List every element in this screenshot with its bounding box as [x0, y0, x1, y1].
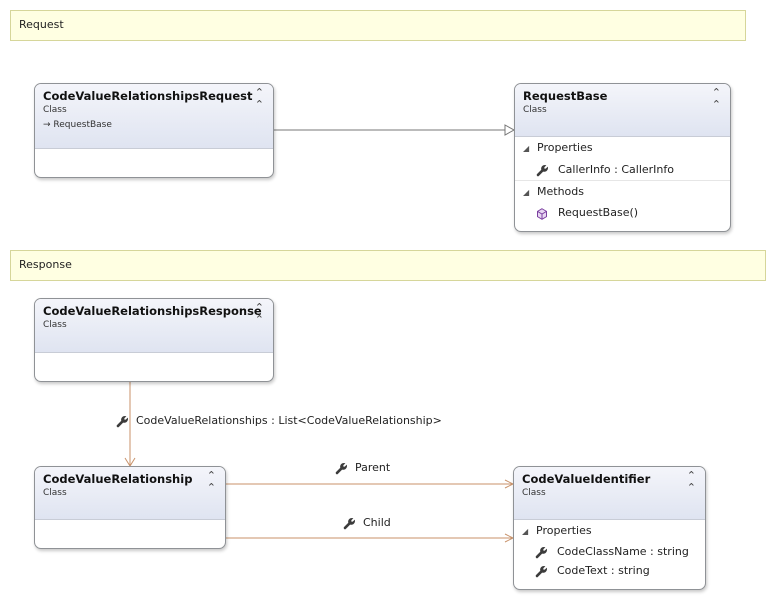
wrench-icon [116, 414, 136, 428]
relationships-association-label[interactable]: CodeValueRelationships : List<CodeValueR… [116, 414, 442, 428]
compartment-label: Methods [537, 185, 584, 198]
class-header: CodeValueRelationship Class ⌃⌃ [35, 467, 225, 520]
request-section-label: Request [19, 18, 64, 31]
class-code-value-relationship[interactable]: CodeValueRelationship Class ⌃⌃ [34, 466, 226, 549]
collapse-triangle-icon: ◢ [523, 144, 530, 153]
property-text: CodeText : string [557, 564, 650, 577]
class-stereotype: Class [523, 105, 547, 115]
compartment-label: Properties [536, 524, 592, 537]
base-class-name: RequestBase [53, 120, 112, 130]
wrench-icon [535, 562, 557, 581]
base-class-reference: → RequestBase [43, 120, 245, 130]
relationships-arrowhead [124, 457, 136, 467]
wrench-icon [536, 160, 558, 181]
response-section-label: Response [19, 258, 72, 271]
wrench-icon [343, 516, 363, 530]
inheritance-arrowhead [504, 124, 516, 136]
class-header: CodeValueIdentifier Class ⌃⌃ [514, 467, 705, 520]
collapse-triangle-icon: ◢ [523, 188, 530, 197]
class-stereotype: Class [522, 488, 546, 498]
compartment-label: Properties [537, 141, 593, 154]
class-code-value-identifier[interactable]: CodeValueIdentifier Class ⌃⌃ ◢ Properties… [513, 466, 706, 590]
class-stereotype: Class [43, 488, 67, 498]
properties-compartment-toggle[interactable]: ◢ Properties [514, 520, 705, 542]
association-text: CodeValueRelationships : List<CodeValueR… [136, 414, 442, 427]
cube-icon [536, 203, 558, 224]
methods-compartment-toggle[interactable]: ◢ Methods [515, 180, 730, 202]
property-member[interactable]: CallerInfo : CallerInfo [515, 159, 730, 180]
class-name: RequestBase [523, 89, 608, 103]
request-section-header[interactable]: Request [10, 10, 746, 41]
class-stereotype: Class [43, 320, 67, 330]
double-chevron-up-icon[interactable]: ⌃⌃ [254, 86, 264, 111]
association-text: Child [363, 516, 391, 529]
class-name: CodeValueIdentifier [522, 472, 651, 486]
double-chevron-up-icon[interactable]: ⌃⌃ [711, 86, 721, 111]
child-association-label[interactable]: Child [343, 516, 391, 530]
properties-compartment-toggle[interactable]: ◢ Properties [515, 137, 730, 159]
method-member[interactable]: RequestBase() [515, 202, 730, 223]
child-arrowhead [504, 533, 515, 543]
class-name: CodeValueRelationshipsResponse [43, 304, 262, 318]
double-chevron-up-icon[interactable]: ⌃⌃ [254, 301, 264, 326]
parent-association-label[interactable]: Parent [335, 461, 390, 475]
class-name: CodeValueRelationship [43, 472, 193, 486]
wrench-icon [335, 461, 355, 475]
class-header: RequestBase Class ⌃⌃ [515, 84, 730, 137]
class-header: CodeValueRelationshipsResponse Class ⌃⌃ [35, 299, 273, 353]
class-code-value-relationships-request[interactable]: CodeValueRelationshipsRequest Class → Re… [34, 83, 274, 178]
property-member[interactable]: CodeText : string [514, 561, 705, 580]
inherits-arrow-icon: → [43, 120, 51, 130]
collapse-triangle-icon: ◢ [522, 527, 529, 536]
method-text: RequestBase() [558, 206, 639, 219]
double-chevron-up-icon[interactable]: ⌃⌃ [206, 469, 216, 494]
class-stereotype: Class [43, 105, 67, 115]
response-section-header[interactable]: Response [10, 250, 766, 281]
class-name: CodeValueRelationshipsRequest [43, 89, 253, 103]
parent-arrowhead [504, 479, 515, 489]
property-text: CodeClassName : string [557, 545, 689, 558]
double-chevron-up-icon[interactable]: ⌃⌃ [686, 469, 696, 494]
class-request-base[interactable]: RequestBase Class ⌃⌃ ◢ Properties CallerI… [514, 83, 731, 232]
class-header: CodeValueRelationshipsRequest Class → Re… [35, 84, 273, 149]
association-text: Parent [355, 461, 391, 474]
property-text: CallerInfo : CallerInfo [558, 163, 674, 176]
property-member[interactable]: CodeClassName : string [514, 542, 705, 561]
wrench-icon [535, 543, 557, 562]
class-code-value-relationships-response[interactable]: CodeValueRelationshipsResponse Class ⌃⌃ [34, 298, 274, 382]
